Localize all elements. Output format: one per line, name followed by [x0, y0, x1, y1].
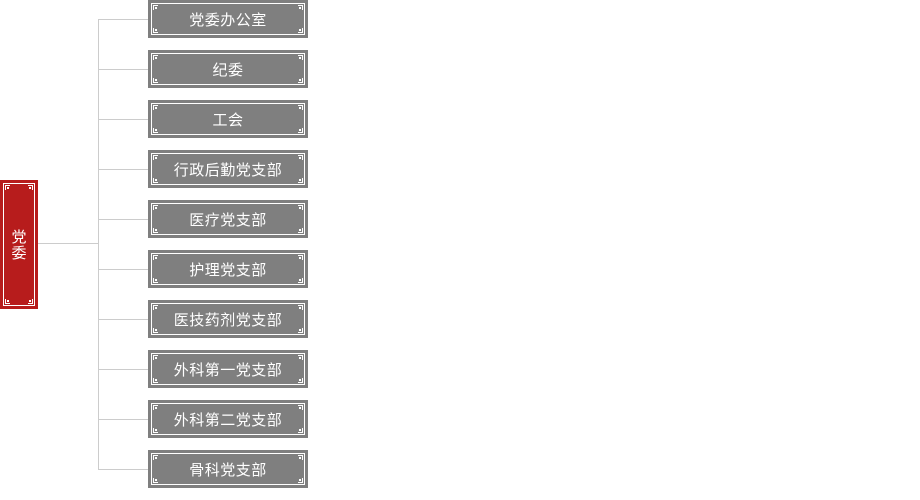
branch-line: [98, 69, 148, 70]
node-label: 党委: [9, 228, 28, 261]
corner-ornament-icon: [298, 355, 303, 360]
corner-ornament-icon: [298, 405, 303, 410]
branch-line: [98, 469, 148, 470]
corner-ornament-icon: [153, 428, 158, 433]
corner-ornament-icon: [28, 185, 33, 190]
node-label: 纪委: [212, 60, 244, 79]
corner-ornament-icon: [153, 455, 158, 460]
node-label: 骨科党支部: [189, 460, 267, 479]
node-nursing-branch[interactable]: 护理党支部: [148, 250, 308, 288]
node-label: 党委办公室: [189, 10, 267, 29]
corner-ornament-icon: [153, 405, 158, 410]
corner-ornament-icon: [153, 28, 158, 33]
corner-ornament-icon: [153, 178, 158, 183]
corner-ornament-icon: [153, 128, 158, 133]
node-admin-logistics-branch[interactable]: 行政后勤党支部: [148, 150, 308, 188]
node-label: 外科第二党支部: [173, 410, 283, 429]
corner-ornament-icon: [153, 105, 158, 110]
node-inner-border: [151, 203, 305, 235]
corner-ornament-icon: [298, 305, 303, 310]
corner-ornament-icon: [298, 378, 303, 383]
corner-ornament-icon: [153, 378, 158, 383]
node-inner-border: [151, 303, 305, 335]
node-medical-branch[interactable]: 医疗党支部: [148, 200, 308, 238]
branch-line: [98, 119, 148, 120]
branch-line: [98, 19, 148, 20]
corner-ornament-icon: [298, 478, 303, 483]
corner-ornament-icon: [298, 5, 303, 10]
corner-ornament-icon: [153, 78, 158, 83]
corner-ornament-icon: [298, 128, 303, 133]
node-inner-border: [151, 53, 305, 85]
branch-line: [98, 219, 148, 220]
corner-ornament-icon: [153, 5, 158, 10]
node-inner-border: [151, 453, 305, 485]
corner-ornament-icon: [153, 205, 158, 210]
node-inner-border: [151, 353, 305, 385]
node-orthopedics-branch[interactable]: 骨科党支部: [148, 450, 308, 488]
node-label: 行政后勤党支部: [173, 160, 283, 179]
node-label: 医技药剂党支部: [173, 310, 283, 329]
corner-ornament-icon: [153, 255, 158, 260]
node-inner-border: [3, 183, 35, 306]
corner-ornament-icon: [153, 305, 158, 310]
corner-ornament-icon: [298, 455, 303, 460]
corner-ornament-icon: [298, 178, 303, 183]
node-medtech-pharmacy-branch[interactable]: 医技药剂党支部: [148, 300, 308, 338]
node-labor-union[interactable]: 工会: [148, 100, 308, 138]
corner-ornament-icon: [298, 428, 303, 433]
branch-line: [98, 319, 148, 320]
corner-ornament-icon: [153, 278, 158, 283]
corner-ornament-icon: [298, 55, 303, 60]
corner-ornament-icon: [298, 278, 303, 283]
corner-ornament-icon: [153, 228, 158, 233]
corner-ornament-icon: [153, 328, 158, 333]
branch-line: [98, 269, 148, 270]
root-connector: [38, 243, 99, 244]
node-label: 医疗党支部: [189, 210, 267, 229]
corner-ornament-icon: [298, 328, 303, 333]
node-inner-border: [151, 153, 305, 185]
trunk-line: [98, 19, 99, 470]
corner-ornament-icon: [153, 355, 158, 360]
corner-ornament-icon: [298, 105, 303, 110]
corner-ornament-icon: [298, 255, 303, 260]
node-discipline-committee[interactable]: 纪委: [148, 50, 308, 88]
corner-ornament-icon: [5, 299, 10, 304]
branch-line: [98, 169, 148, 170]
corner-ornament-icon: [298, 155, 303, 160]
node-label: 工会: [212, 110, 244, 129]
corner-ornament-icon: [298, 205, 303, 210]
corner-ornament-icon: [153, 478, 158, 483]
corner-ornament-icon: [298, 78, 303, 83]
corner-ornament-icon: [298, 28, 303, 33]
corner-ornament-icon: [298, 228, 303, 233]
corner-ornament-icon: [28, 299, 33, 304]
node-inner-border: [151, 253, 305, 285]
node-party-office[interactable]: 党委办公室: [148, 0, 308, 38]
node-surgery-second-branch[interactable]: 外科第二党支部: [148, 400, 308, 438]
branch-line: [98, 369, 148, 370]
node-inner-border: [151, 103, 305, 135]
corner-ornament-icon: [153, 55, 158, 60]
node-surgery-first-branch[interactable]: 外科第一党支部: [148, 350, 308, 388]
branch-line: [98, 419, 148, 420]
corner-ornament-icon: [5, 185, 10, 190]
node-label: 护理党支部: [189, 260, 267, 279]
root-node-party-committee[interactable]: 党委: [0, 180, 38, 309]
corner-ornament-icon: [153, 155, 158, 160]
node-inner-border: [151, 403, 305, 435]
node-inner-border: [151, 3, 305, 35]
node-label: 外科第一党支部: [173, 360, 283, 379]
